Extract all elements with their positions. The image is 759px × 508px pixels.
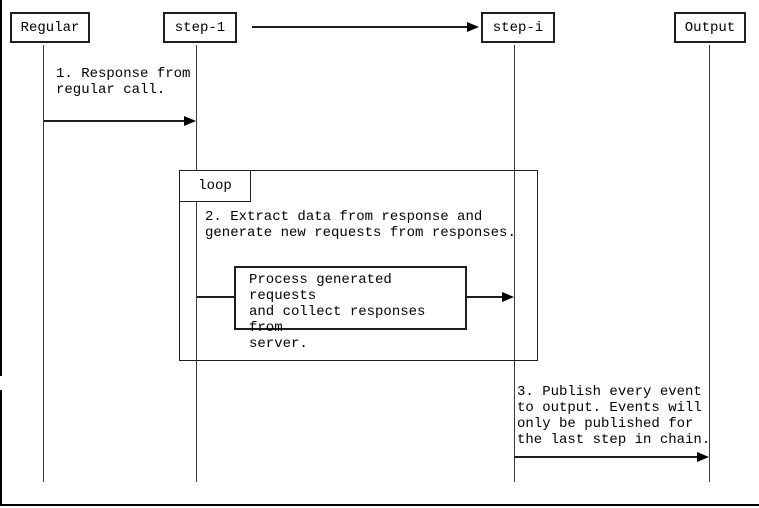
message-3-line [514, 456, 698, 458]
lifeline-regular [42, 45, 44, 482]
chain-arrowhead-icon [467, 21, 479, 32]
bottom-border-line [0, 504, 759, 506]
left-border-bar-bottom [0, 390, 2, 505]
actor-label-regular: Regular [20, 19, 80, 36]
loop-label-box: loop [179, 170, 251, 202]
lifeline-step-i [513, 45, 515, 482]
chain-arrow-line [252, 26, 468, 28]
message-3-arrowhead-icon [697, 451, 709, 462]
actor-box-step-1: step-1 [163, 12, 237, 43]
message-3-text: 3. Publish every event to output. Events… [517, 384, 711, 448]
actor-box-regular: Regular [10, 12, 90, 43]
message-1-arrowhead-icon [184, 115, 196, 126]
loop-fragment-frame [179, 170, 538, 361]
left-border-bar-top [0, 0, 2, 376]
actor-label-output: Output [684, 19, 736, 36]
loop-label: loop [198, 178, 232, 194]
message-1-text: 1. Response from regular call. [56, 66, 191, 98]
process-out-arrowhead-icon [502, 291, 514, 302]
actor-label-step-i: step-i [492, 19, 544, 36]
lifeline-output [708, 45, 710, 482]
actor-box-output: Output [674, 12, 746, 43]
actor-label-step-1: step-1 [174, 19, 226, 36]
process-in-line [197, 296, 234, 298]
process-box: Process generated requests and collect r… [234, 266, 467, 352]
lifeline-step-1 [195, 45, 197, 482]
process-out-line [467, 296, 503, 298]
message-2-text: 2. Extract data from response and genera… [205, 209, 516, 241]
actor-box-step-i: step-i [481, 12, 555, 43]
message-1-line [44, 120, 185, 122]
